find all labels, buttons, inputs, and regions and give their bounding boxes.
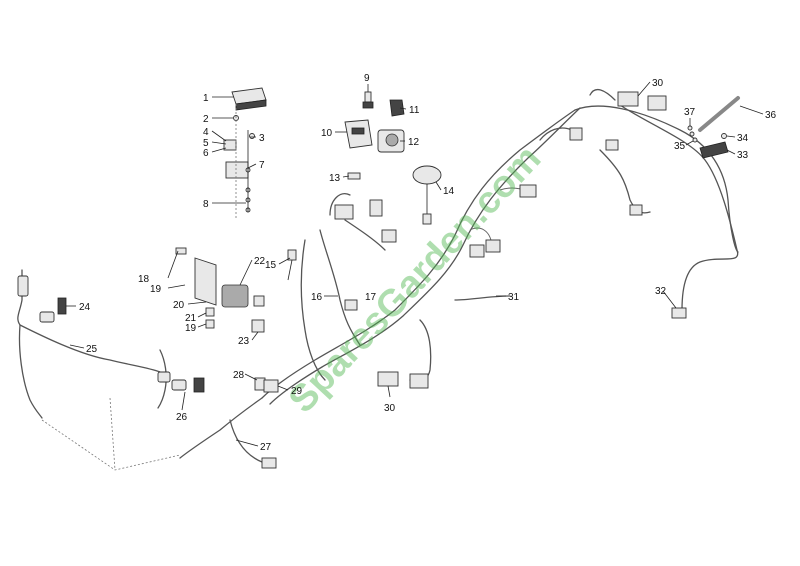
callout-27: 27 [260,442,272,453]
part-30-relay-top [617,91,667,111]
parts-28-29-relay [254,377,279,393]
callout-28: 28 [233,370,245,381]
part-14-hour-meter [412,165,442,225]
sensor-harness-25 [17,269,181,471]
main-harness [179,88,739,463]
callout-8: 8 [203,199,209,210]
callout-6: 6 [203,148,209,159]
part-34-bolt [721,133,727,139]
callout-13: 13 [329,173,341,184]
callout-23: 23 [238,336,250,347]
part-9-indicator [362,91,374,109]
callout-9: 9 [364,73,370,84]
callout-29: 29 [291,386,303,397]
parts-18-to-23-bracket [175,247,265,333]
callout-12: 12 [408,137,420,148]
part-27-connector [261,457,277,469]
part-13-fuse [347,172,361,180]
callout-18: 18 [138,274,150,285]
callout-2: 2 [203,114,209,125]
callout-19-lower: 19 [185,323,197,334]
callout-25: 25 [86,344,98,355]
callout-7: 7 [259,160,265,171]
callout-1: 1 [203,93,209,104]
callout-20: 20 [173,300,185,311]
part-33-fuse-block [699,141,729,159]
leader-lines [66,81,764,447]
harness-connectors [334,127,643,311]
callout-14: 14 [443,186,455,197]
callout-numbers: 1 2 3 4 5 6 7 8 9 10 11 12 13 14 15 16 1… [79,73,777,453]
callout-33: 33 [737,150,749,161]
callout-11: 11 [409,105,420,116]
callout-10: 10 [321,128,333,139]
callout-16: 16 [311,292,323,303]
callout-21: 21 [185,313,197,324]
part-11-switch [389,99,405,117]
callout-15: 15 [265,260,277,271]
callout-35: 35 [674,141,686,152]
part-10-switch [344,119,373,149]
callout-22: 22 [254,256,266,267]
callout-24: 24 [79,302,91,313]
callout-4: 4 [203,127,209,138]
part-32-connector [671,307,687,319]
callout-36: 36 [765,110,777,121]
part-35-washer [692,137,698,143]
callout-34: 34 [737,133,749,144]
part-36-cable-tie [698,96,740,132]
callout-3: 3 [259,133,265,144]
parts-2-to-8-fasteners [223,104,255,220]
callout-5: 5 [203,138,209,149]
callout-17: 17 [365,292,377,303]
callout-31: 31 [508,292,520,303]
callout-26: 26 [176,412,188,423]
part-24-sensor [17,275,67,323]
callout-19-upper: 19 [150,284,162,295]
part-26-sensor [157,371,205,393]
part-30-relay-bottom [377,371,429,389]
callout-30-bottom: 30 [384,403,396,414]
callout-30-top: 30 [652,78,664,89]
callout-37: 37 [684,107,696,118]
callout-32: 32 [655,286,667,297]
part-15-connector [287,249,297,281]
part-1-switch-cover [231,87,267,111]
